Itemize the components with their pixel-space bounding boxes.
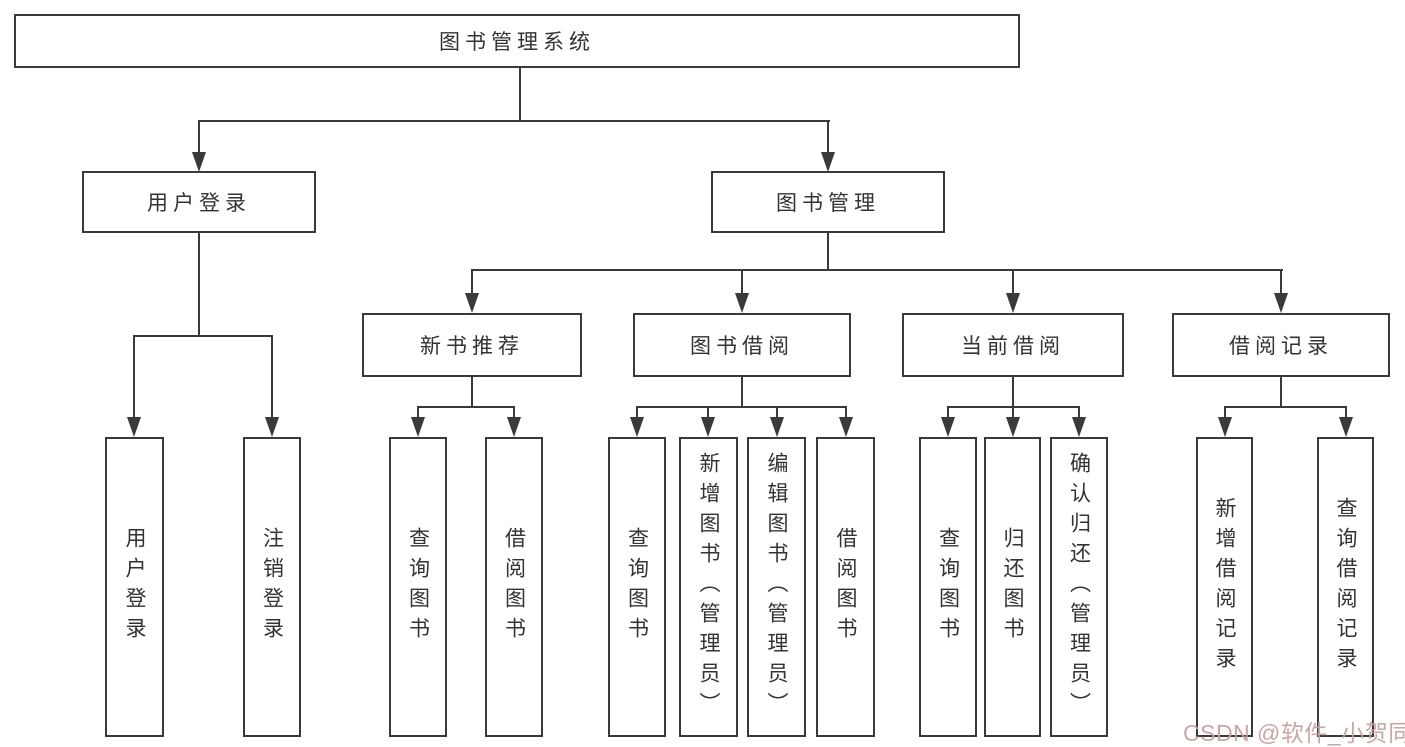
leaf-borrow-books: 借阅图书: [816, 437, 875, 737]
arrow-down-icon: [127, 417, 141, 437]
connector-line: [1224, 406, 1226, 419]
leaf-label: 查询图书: [936, 527, 960, 647]
node-borrowing-records: 借阅记录: [1172, 313, 1390, 377]
connector-line: [471, 269, 473, 295]
leaf-return-books: 归还图书: [984, 437, 1041, 737]
node-user-login: 用户登录: [82, 171, 316, 233]
leaf-add-borrow-record: 新增借阅记录: [1196, 437, 1253, 737]
connector-line: [845, 406, 847, 419]
connector-line: [513, 406, 515, 419]
leaf-query-books-recommend: 查询图书: [389, 437, 447, 737]
arrow-down-icon: [839, 417, 853, 437]
connector-line: [519, 68, 521, 122]
leaf-label: 确认归还（管理员）: [1067, 452, 1091, 722]
arrow-down-icon: [770, 417, 784, 437]
leaf-label: 归还图书: [1001, 527, 1024, 647]
connector-line: [1345, 406, 1347, 419]
leaf-query-books: 查询图书: [608, 437, 666, 737]
connector-line: [133, 335, 135, 419]
arrow-down-icon: [1072, 417, 1086, 437]
connector-line: [947, 406, 949, 419]
leaf-borrow-books-recommend: 借阅图书: [485, 437, 543, 737]
connector-line: [271, 335, 273, 419]
arrow-down-icon: [1218, 417, 1232, 437]
node-label: 借阅记录: [1229, 335, 1333, 358]
leaf-user-login: 用户登录: [105, 437, 164, 737]
leaf-query-current-borrow: 查询图书: [919, 437, 977, 737]
csdn-watermark: CSDN @软件_小贺同学: [1183, 720, 1405, 746]
leaf-label: 借阅图书: [834, 527, 857, 647]
arrow-down-icon: [735, 293, 749, 313]
connector-line: [1012, 269, 1014, 295]
node-label: 当前借阅: [961, 335, 1065, 358]
connector-line: [471, 269, 1283, 271]
node-label: 图书借阅: [690, 335, 794, 358]
leaf-logout: 注销登录: [243, 437, 301, 737]
node-label: 图书管理系统: [439, 31, 595, 54]
leaf-label: 用户登录: [123, 527, 146, 647]
leaf-label: 注销登录: [260, 527, 284, 647]
connector-line: [1280, 269, 1282, 295]
connector-line: [741, 269, 743, 295]
node-book-management: 图书管理: [711, 171, 945, 233]
arrow-down-icon: [941, 417, 955, 437]
connector-line: [1280, 377, 1282, 408]
connector-line: [417, 406, 515, 408]
leaf-label: 新增图书（管理员）: [697, 452, 720, 722]
leaf-label: 编辑图书（管理员）: [765, 452, 788, 722]
connector-line: [707, 406, 709, 419]
leaf-confirm-return-admin: 确认归还（管理员）: [1050, 437, 1108, 737]
arrow-down-icon: [465, 293, 479, 313]
node-library-management-system: 图书管理系统: [14, 14, 1020, 68]
connector-line: [636, 406, 638, 419]
connector-line: [636, 406, 847, 408]
connector-line: [776, 406, 778, 419]
connector-line: [471, 377, 473, 408]
connector-line: [1012, 377, 1014, 408]
arrow-down-icon: [701, 417, 715, 437]
connector-line: [827, 120, 829, 154]
connector-line: [827, 233, 829, 271]
connector-line: [198, 120, 200, 154]
node-current-borrowing: 当前借阅: [902, 313, 1124, 377]
leaf-add-books-admin: 新增图书（管理员）: [679, 437, 738, 737]
leaf-edit-books-admin: 编辑图书（管理员）: [747, 437, 806, 737]
connector-line: [741, 377, 743, 408]
connector-line: [198, 233, 200, 337]
connector-line: [1012, 406, 1014, 419]
node-book-borrowing: 图书借阅: [633, 313, 851, 377]
node-label: 新书推荐: [420, 335, 524, 358]
leaf-label: 查询图书: [406, 527, 430, 647]
arrow-down-icon: [1006, 417, 1020, 437]
node-label: 图书管理: [776, 192, 880, 215]
leaf-label: 借阅图书: [502, 527, 526, 647]
arrow-down-icon: [265, 417, 279, 437]
arrow-down-icon: [411, 417, 425, 437]
leaf-label: 查询借阅记录: [1334, 497, 1357, 677]
connector-line: [1224, 406, 1347, 408]
arrow-down-icon: [630, 417, 644, 437]
node-new-book-recommendation: 新书推荐: [362, 313, 582, 377]
arrow-down-icon: [821, 152, 835, 172]
connector-line: [1078, 406, 1080, 419]
arrow-down-icon: [507, 417, 521, 437]
arrow-down-icon: [1274, 293, 1288, 313]
arrow-down-icon: [192, 152, 206, 172]
leaf-query-borrow-record: 查询借阅记录: [1317, 437, 1374, 737]
connector-line: [417, 406, 419, 419]
node-label: 用户登录: [147, 192, 251, 215]
connector-line: [198, 120, 830, 122]
leaf-label: 新增借阅记录: [1213, 497, 1236, 677]
arrow-down-icon: [1006, 293, 1020, 313]
connector-line: [133, 335, 273, 337]
leaf-label: 查询图书: [625, 527, 649, 647]
arrow-down-icon: [1339, 417, 1353, 437]
